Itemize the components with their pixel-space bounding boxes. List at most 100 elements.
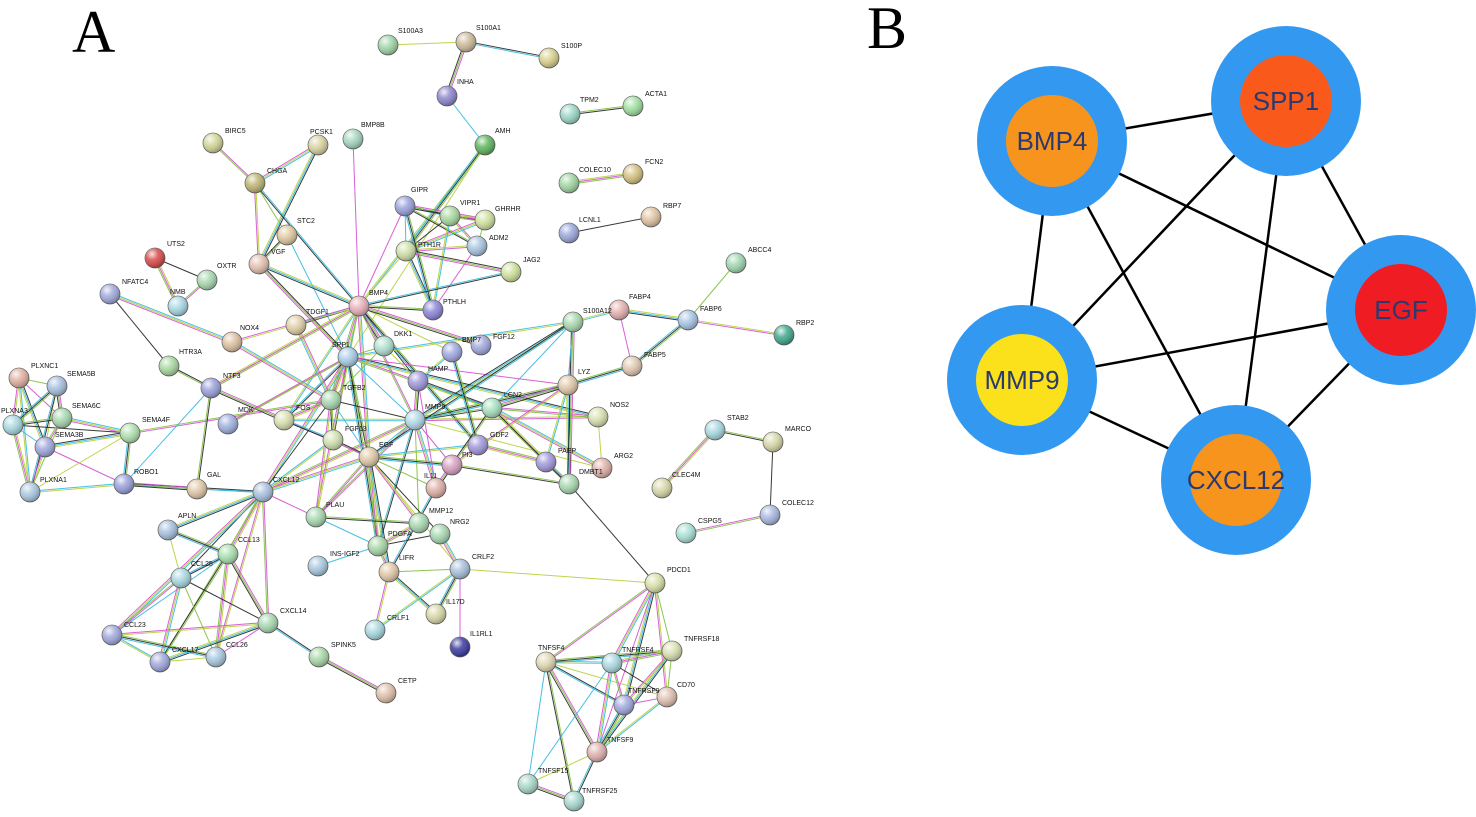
protein-node-oxtr[interactable]: OXTR [196,263,236,291]
protein-node-pdgfa[interactable]: PDGFA [367,531,412,557]
protein-node-sema5b[interactable]: SEMA5B [46,371,96,397]
protein-node-plau[interactable]: PLAU [305,502,344,528]
protein-node-rbp2[interactable]: RBP2 [773,320,814,346]
protein-node-crlf1[interactable]: CRLF1 [364,615,409,641]
protein-node-fos[interactable]: FOS [273,405,311,431]
hub-node-spp1[interactable]: SPP1 [1211,26,1361,176]
protein-node-ghrhr[interactable]: GHRHR [474,206,521,231]
protein-node-egf[interactable]: EGF [358,442,393,468]
protein-node-nmb[interactable]: NMB [167,289,189,317]
protein-node-gipr[interactable]: GIPR [394,187,428,217]
protein-node-ccl13[interactable]: CCL13 [217,537,260,565]
protein-node-cspg5[interactable]: CSPG5 [675,518,722,544]
protein-node-robo1[interactable]: ROBO1 [113,469,159,495]
protein-node-tnfsf15[interactable]: TNFSF15 [517,768,568,795]
protein-node-dmbt1[interactable]: DMBT1 [558,469,603,495]
protein-node-pdcd1[interactable]: PDCD1 [644,567,691,594]
protein-node-tnfrsf9[interactable]: TNFRSF9 [613,688,660,716]
protein-node-fabp6[interactable]: FABP6 [677,306,722,331]
protein-node-acta1[interactable]: ACTA1 [622,91,667,117]
protein-node-lcnl1[interactable]: LCNL1 [558,217,601,244]
protein-node-spink5[interactable]: SPINK5 [308,642,356,668]
protein-node-amh[interactable]: AMH [474,128,511,156]
protein-node-htr3a[interactable]: HTR3A [158,349,202,377]
protein-node-birc5[interactable]: BIRC5 [202,128,246,154]
protein-node-arg2[interactable]: ARG2 [591,453,633,479]
protein-node-pcsk1[interactable]: PCSK1 [307,129,333,156]
protein-node-vipr1[interactable]: VIPR1 [439,200,480,227]
protein-node-marco[interactable]: MARCO [762,426,812,453]
hub-node-mmp9[interactable]: MMP9 [947,305,1097,455]
protein-node-plxna3[interactable]: PLXNA3 [1,408,28,436]
protein-node-bmp4[interactable]: BMP4 [348,290,388,317]
protein-node-lifr[interactable]: LIFR [378,555,414,583]
protein-node-s100a1[interactable]: S100A1 [455,25,501,53]
protein-node-lyz[interactable]: LYZ [557,369,591,396]
protein-node-rbp7[interactable]: RBP7 [640,203,681,228]
protein-node-mmp12[interactable]: MMP12 [408,508,453,534]
protein-node-fcn2[interactable]: FCN2 [622,159,663,185]
protein-node-lcn2[interactable]: LCN2 [481,392,522,419]
protein-node-il1rl1[interactable]: IL1RL1 [449,631,493,658]
protein-node-plxnc1[interactable]: PLXNC1 [8,363,58,389]
protein-node-nfatc4[interactable]: NFATC4 [99,279,148,305]
protein-node-tpm2[interactable]: TPM2 [559,97,599,125]
protein-node-cxcl12[interactable]: CXCL12 [252,477,300,503]
protein-node-colec12[interactable]: COLEC12 [759,500,814,526]
protein-node-pi3[interactable]: PI3 [441,452,473,476]
protein-node-tnfsf4[interactable]: TNFSF4 [535,645,565,673]
protein-node-il11[interactable]: IL11 [424,473,447,499]
protein-node-fgf12[interactable]: FGF12 [470,334,515,356]
protein-node-gdf2[interactable]: GDF2 [467,432,509,456]
protein-node-paep[interactable]: PAEP [535,448,576,473]
protein-node-clec4m[interactable]: CLEC4M [651,472,701,499]
protein-node-pthlh[interactable]: PTHLH [422,299,466,321]
protein-node-ccl25[interactable]: CCL25 [170,561,213,589]
protein-node-tnfrsf25[interactable]: TNFRSF25 [563,788,618,812]
protein-node-gal[interactable]: GAL [186,472,221,500]
protein-node-stc2[interactable]: STC2 [276,218,315,246]
hub-node-bmp4[interactable]: BMP4 [977,66,1127,216]
protein-node-s100a3[interactable]: S100A3 [377,28,423,56]
protein-node-fabp4[interactable]: FABP4 [608,294,651,321]
protein-node-sema3b[interactable]: SEMA3B [34,432,84,458]
protein-node-mmp9[interactable]: MMP9 [404,404,445,431]
protein-node-abcc4[interactable]: ABCC4 [725,247,771,274]
protein-node-il17d[interactable]: IL17D [425,599,465,625]
protein-node-ccl26[interactable]: CCL26 [205,642,248,668]
hub-node-egf[interactable]: EGF [1326,235,1476,385]
protein-node-nrg2[interactable]: NRG2 [429,519,470,545]
protein-node-hamp[interactable]: HAMP [407,366,449,392]
protein-node-spp1[interactable]: SPP1 [332,342,359,368]
protein-node-tnfrsf18[interactable]: TNFRSF18 [661,636,720,662]
protein-node-bmp7[interactable]: BMP7 [441,337,481,363]
protein-node-crlf2[interactable]: CRLF2 [449,554,494,580]
protein-node-nos2[interactable]: NOS2 [587,402,629,428]
protein-node-cxcl14[interactable]: CXCL14 [257,608,307,634]
protein-node-chga[interactable]: CHGA [244,168,288,194]
protein-node-colec10[interactable]: COLEC10 [558,167,611,194]
protein-node-jag2[interactable]: JAG2 [500,257,541,283]
protein-node-nox4[interactable]: NOX4 [221,325,259,353]
protein-node-s100p[interactable]: S100P [538,43,582,69]
protein-node-bmp8b[interactable]: BMP8B [342,122,385,150]
protein-node-sema4f[interactable]: SEMA4F [119,417,170,444]
protein-node-inha[interactable]: INHA [436,79,474,107]
protein-node-cxcl17[interactable]: CXCL17 [149,647,199,673]
protein-node-ins-igf2[interactable]: INS-IGF2 [307,551,360,577]
hub-node-cxcl12[interactable]: CXCL12 [1161,405,1311,555]
protein-node-stab2[interactable]: STAB2 [704,415,749,441]
protein-node-fabp5[interactable]: FABP5 [621,352,666,377]
protein-node-fgf13[interactable]: FGF13 [322,426,367,451]
protein-node-ntf3[interactable]: NTF3 [200,373,241,399]
protein-node-pth1r[interactable]: PTH1R [395,240,441,262]
protein-node-sema6c[interactable]: SEMA6C [51,403,101,429]
protein-node-tgfb2[interactable]: TGFB2 [320,385,366,411]
protein-node-uts2[interactable]: UTS2 [144,241,185,269]
protein-node-dkk1[interactable]: DKK1 [373,331,412,357]
protein-node-cd70[interactable]: CD70 [656,682,695,708]
protein-node-tdgf1[interactable]: TDGF1 [285,309,329,336]
protein-node-apln[interactable]: APLN [157,513,196,541]
protein-node-tnfsf9[interactable]: TNFSF9 [586,737,634,763]
protein-node-cetp[interactable]: CETP [375,678,417,704]
